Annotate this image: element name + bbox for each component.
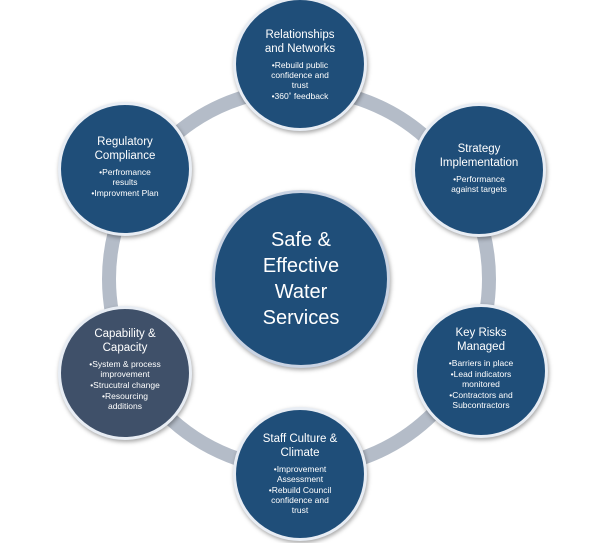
bullet-item: Resourcing additions	[89, 391, 160, 411]
bullet-item: Strucutral change	[89, 380, 160, 390]
bullet-item: 360˚ feedback	[271, 91, 329, 101]
node-bullets: System & process improvement Strucutral …	[89, 359, 161, 412]
node-key-risks-managed: Key Risks Managed Barriers in place Lead…	[414, 304, 548, 438]
bullet-item: Lead indicators monitored	[449, 369, 513, 389]
node-title: Regulatory Compliance	[94, 136, 156, 162]
bullet-item: Improvment Plan	[91, 188, 158, 198]
bullet-item: Performance against targets	[451, 174, 507, 194]
bullet-item: Perfromance results	[91, 167, 158, 187]
node-bullets: Barriers in place Lead indicators monito…	[449, 358, 513, 411]
node-bullets: Performance against targets	[451, 174, 507, 195]
node-title: Capability & Capacity	[94, 328, 156, 354]
center-circle: Safe & Effective Water Services	[212, 190, 390, 368]
bullet-item: Barriers in place	[449, 358, 513, 368]
bullet-item: System & process improvement	[89, 359, 161, 379]
node-relationships-networks: Relationships and Networks Rebuild publi…	[233, 0, 367, 131]
node-title: Key Risks Managed	[455, 327, 507, 353]
node-bullets: Rebuild public confidence and trust 360˚…	[271, 60, 329, 102]
node-bullets: Perfromance results Improvment Plan	[91, 167, 158, 199]
bullet-item: Rebuild Council confidence and trust	[269, 485, 331, 515]
center-title: Safe & Effective Water Services	[262, 229, 340, 329]
node-bullets: Improvement Assessment Rebuild Council c…	[269, 464, 332, 516]
node-title: Strategy Implementation	[439, 143, 519, 169]
node-title: Relationships and Networks	[264, 29, 336, 55]
node-regulatory-compliance: Regulatory Compliance Perfromance result…	[58, 102, 192, 236]
bullet-item: Contractors and Subcontractors	[449, 390, 513, 410]
node-capability-capacity: Capability & Capacity System & process i…	[58, 306, 192, 440]
node-title: Staff Culture & Climate	[262, 433, 338, 459]
bullet-item: Improvement Assessment	[269, 464, 332, 484]
node-staff-culture-climate: Staff Culture & Climate Improvement Asse…	[233, 407, 367, 541]
bullet-item: Rebuild public confidence and trust	[271, 60, 329, 90]
node-strategy-implementation: Strategy Implementation Performance agai…	[412, 103, 546, 237]
